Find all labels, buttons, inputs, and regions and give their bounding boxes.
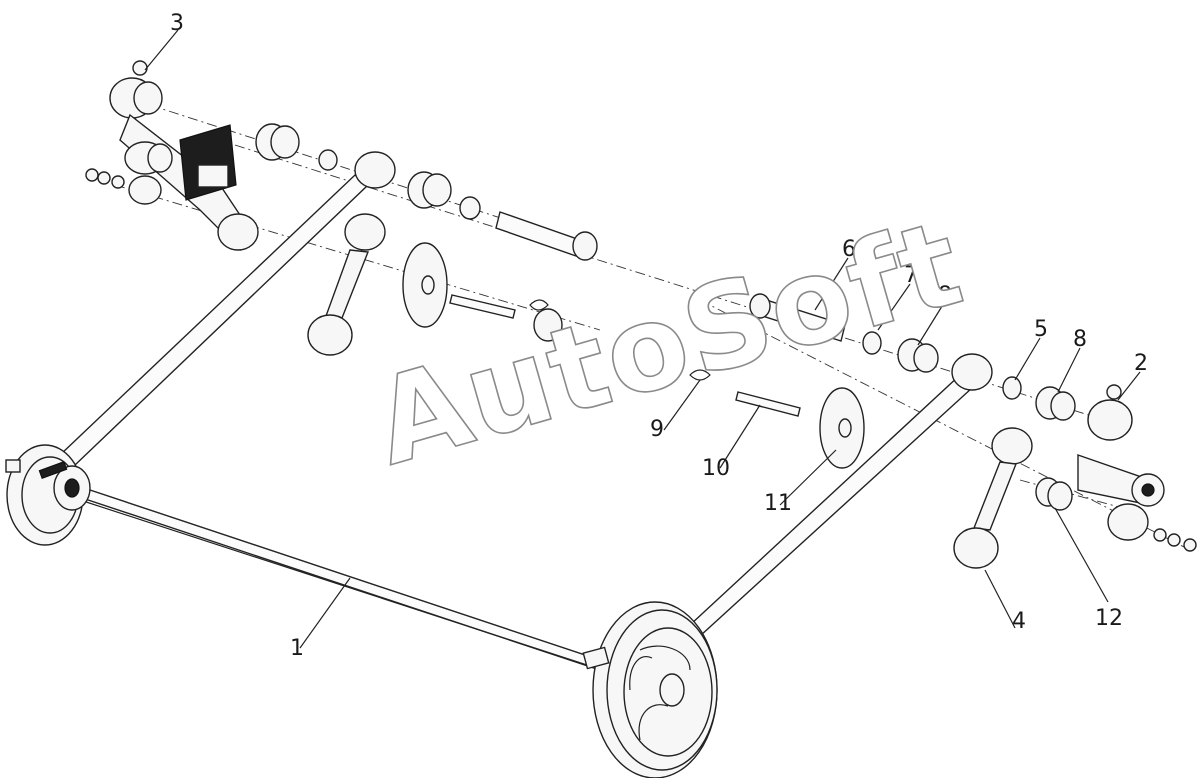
callout-9: 9 — [650, 417, 664, 442]
right-bracket-assembly — [1077, 384, 1197, 552]
upper-left-bushings — [255, 123, 598, 261]
callout-1: 1 — [290, 636, 304, 661]
callout-10: 10 — [702, 456, 730, 481]
left-bracket-assembly — [85, 60, 259, 252]
callout-12: 12 — [1095, 606, 1123, 631]
callout-labels: 1 2 3 4 5 6 7 8 8 9 10 11 12 — [170, 11, 1148, 661]
large-pulley-wheel — [582, 601, 718, 778]
main-shaft — [58, 478, 608, 674]
left-disk-spring-group — [402, 242, 563, 342]
callout-5: 5 — [1034, 317, 1048, 342]
washer-part-7 — [862, 331, 882, 355]
left-connecting-link — [307, 213, 386, 356]
callout-11: 11 — [764, 491, 792, 516]
left-small-wheel — [5, 444, 91, 546]
callout-leaders — [144, 29, 1141, 649]
assembly-axis-lines — [114, 104, 1191, 551]
spring-part-9 — [689, 369, 711, 381]
callout-6: 6 — [842, 237, 856, 262]
washer-part-5 — [1002, 376, 1022, 400]
right-bracket-upper — [951, 353, 993, 391]
callout-3: 3 — [170, 11, 184, 36]
callout-8a: 8 — [938, 283, 952, 308]
bushing-part-8-left — [897, 338, 939, 373]
disk-part-11 — [819, 387, 865, 469]
right-connecting-link — [953, 427, 1033, 569]
callout-4: 4 — [1012, 609, 1026, 634]
callout-2: 2 — [1134, 351, 1148, 376]
bushing-part-12 — [1035, 477, 1073, 511]
right-pin-part-6 — [749, 293, 846, 342]
pin-part-10 — [735, 391, 801, 417]
callout-7: 7 — [904, 263, 918, 288]
callout-8b: 8 — [1073, 327, 1087, 352]
bushing-part-8-right — [1035, 386, 1076, 421]
